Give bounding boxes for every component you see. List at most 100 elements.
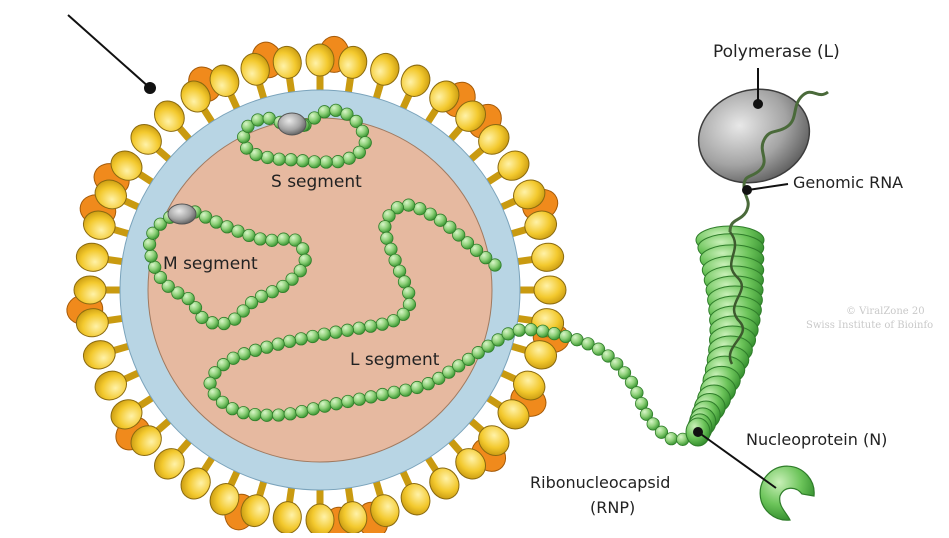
- segment-s-bead: [263, 112, 275, 124]
- watermark-line1: © ViralZone 20: [846, 306, 925, 317]
- segment-s-bead: [240, 142, 252, 154]
- segment-l-bead: [387, 315, 399, 327]
- segment-m-bead: [243, 229, 255, 241]
- segment-l-bead: [665, 432, 677, 444]
- segment-s-bead: [296, 155, 308, 167]
- glycoprotein-gc: [80, 337, 119, 373]
- segment-m-bead: [143, 238, 155, 250]
- segment-m-bead: [149, 261, 161, 273]
- glycoprotein-gc: [74, 276, 106, 304]
- label-s-segment: S segment: [271, 172, 362, 192]
- segment-s-bead: [320, 156, 332, 168]
- segment-l-bead: [376, 388, 388, 400]
- label-polymerase: Polymerase (L): [713, 42, 840, 62]
- segment-l-bead: [402, 287, 414, 299]
- segment-s-bead: [285, 154, 297, 166]
- segment-l-bead: [399, 384, 411, 396]
- label-ribonucleocapsid: Ribonucleocapsid: [530, 473, 670, 492]
- segment-s-bead: [308, 156, 320, 168]
- segment-l-bead: [364, 320, 376, 332]
- segment-l-bead: [249, 344, 261, 356]
- segment-l-bead: [307, 403, 319, 415]
- segment-l-bead: [306, 330, 318, 342]
- segment-l-bead: [319, 400, 331, 412]
- segment-l-bead: [414, 203, 426, 215]
- leader-dot-nucleoprotein: [693, 427, 703, 437]
- label-nucleoprotein: Nucleoprotein (N): [746, 430, 887, 449]
- segment-l-bead: [296, 405, 308, 417]
- segment-m-bead: [254, 233, 266, 245]
- segment-m-bead: [277, 233, 289, 245]
- segment-l-bead: [402, 199, 414, 211]
- ribonucleocapsid-coil: [686, 226, 764, 446]
- leader-dot-polymerase: [753, 99, 763, 109]
- leader-dot-glycoprotein: [144, 82, 156, 94]
- glycoprotein-gc: [75, 241, 111, 273]
- polymerase-m-segment: [168, 204, 196, 224]
- segment-l-bead: [283, 335, 295, 347]
- glycoprotein-gc: [306, 44, 334, 76]
- segment-s-bead: [318, 106, 330, 118]
- watermark-line2: Swiss Institute of Bioinfo: [806, 320, 933, 331]
- segment-l-bead: [571, 334, 583, 346]
- segment-s-bead: [343, 152, 355, 164]
- segment-s-bead: [356, 125, 368, 137]
- segment-s-bead: [252, 114, 264, 126]
- segment-l-bead: [237, 406, 249, 418]
- segment-l-bead: [388, 386, 400, 398]
- glycoprotein-gc: [396, 479, 435, 520]
- segment-l-bead: [226, 403, 238, 415]
- segment-s-bead: [330, 104, 342, 116]
- segment-l-bead: [330, 326, 342, 338]
- segment-m-bead: [297, 243, 309, 255]
- label-genomic-rna: Genomic RNA: [793, 173, 903, 192]
- segment-l-bead: [398, 276, 410, 288]
- label-m-segment: M segment: [163, 254, 258, 274]
- segment-l-bead: [261, 409, 273, 421]
- segment-l-bead: [353, 322, 365, 334]
- segment-l-bead: [385, 243, 397, 255]
- glycoprotein-gc: [271, 500, 303, 533]
- segment-l-bead: [525, 324, 537, 336]
- segment-l-bead: [365, 391, 377, 403]
- segment-l-bead: [249, 408, 261, 420]
- segment-s-bead: [261, 151, 273, 163]
- segment-l-bead: [559, 330, 571, 342]
- glycoprotein-gc: [534, 276, 566, 304]
- glycoprotein-gc: [396, 60, 435, 101]
- segment-l-bead: [411, 381, 423, 393]
- segment-l-bead: [548, 327, 560, 339]
- segment-l-bead: [513, 324, 525, 336]
- segment-l-bead: [502, 328, 514, 340]
- free-nucleoprotein: [760, 466, 814, 520]
- segment-l-bead: [342, 395, 354, 407]
- leader-dot-genomic-rna: [742, 185, 752, 195]
- leader-genomic-rna: [748, 184, 788, 190]
- segment-m-bead: [218, 317, 230, 329]
- segment-l-bead: [284, 408, 296, 420]
- segment-l-bead: [379, 221, 391, 233]
- segment-l-bead: [330, 398, 342, 410]
- segment-l-bead: [353, 393, 365, 405]
- segment-l-bead: [341, 324, 353, 336]
- label-rnp: (RNP): [590, 498, 635, 517]
- segment-l-bead: [272, 409, 284, 421]
- glycoprotein-gc: [530, 241, 566, 273]
- segment-l-bead: [376, 318, 388, 330]
- polymerase-s-segment: [278, 113, 306, 135]
- segment-l-bead: [272, 338, 284, 350]
- label-l-segment: L segment: [350, 350, 439, 370]
- glycoprotein-gc: [306, 504, 334, 533]
- segment-m-bead: [145, 250, 157, 262]
- segment-m-bead: [266, 234, 278, 246]
- segment-l-bead: [318, 328, 330, 340]
- segment-s-bead: [332, 155, 344, 167]
- glycoprotein-gc: [367, 50, 403, 89]
- leader-glycoprotein: [68, 15, 150, 88]
- segment-s-bead: [273, 153, 285, 165]
- glycoprotein-gc: [90, 366, 131, 405]
- segment-l-bead: [261, 341, 273, 353]
- segment-l-bead: [381, 232, 393, 244]
